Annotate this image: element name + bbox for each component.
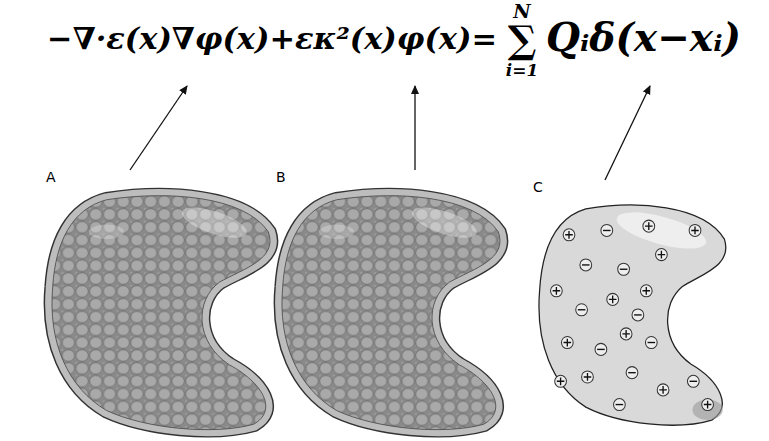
blob-edge — [52, 196, 270, 430]
shade — [692, 399, 722, 420]
equation-part: Qᵢδ(x−xᵢ) — [546, 18, 741, 57]
highlight — [89, 224, 124, 239]
negative-charge — [645, 336, 657, 348]
equation-part: i=1 — [506, 62, 539, 79]
panel-letter: C — [533, 180, 543, 194]
molecule-outline — [539, 205, 726, 425]
equation-part: N — [513, 2, 530, 21]
negative-charge — [580, 259, 592, 271]
positive-charge — [620, 328, 632, 340]
blob-edge — [282, 196, 500, 430]
solvent-band — [282, 196, 500, 430]
negative-charge — [632, 309, 644, 321]
atom-fill — [52, 196, 270, 430]
positive-charge — [689, 224, 701, 236]
positive-charge — [551, 285, 563, 297]
positive-charge — [640, 285, 652, 297]
leader-arrow — [605, 86, 650, 180]
highlight — [319, 224, 354, 239]
negative-charge — [618, 263, 630, 275]
leader-arrow — [414, 86, 415, 170]
molecule-region: A — [38, 168, 283, 440]
molecule-shape — [527, 196, 737, 433]
equation-part: −∇·ε(x)∇φ(x)+εκ²(x)φ(x)= — [47, 23, 497, 54]
atom-fill — [282, 196, 500, 430]
positive-charge — [657, 384, 669, 396]
positive-charge — [656, 249, 668, 261]
highlight — [178, 201, 251, 244]
highlight — [408, 201, 481, 244]
positive-charge — [607, 293, 619, 305]
negative-charge — [687, 375, 699, 387]
solvent-band — [52, 196, 270, 430]
positive-charge — [702, 399, 714, 411]
positive-charge — [561, 336, 573, 348]
negative-charge — [595, 343, 607, 355]
positive-charge — [555, 375, 567, 387]
negative-charge — [614, 399, 626, 411]
panel-letter: B — [276, 170, 286, 184]
molecule-shape — [268, 186, 513, 438]
molecule-region: B — [268, 168, 513, 440]
molecule-shape — [38, 186, 283, 438]
negative-charge — [601, 224, 613, 236]
negative-charge — [626, 367, 638, 379]
negative-charge — [576, 304, 588, 316]
positive-charge — [643, 220, 655, 232]
positive-charge — [582, 371, 594, 383]
leader-arrow — [130, 86, 187, 170]
panel-letter: A — [46, 170, 56, 184]
positive-charge — [563, 229, 575, 241]
molecule-region: C — [525, 178, 737, 435]
equation-part: ∑ — [508, 21, 537, 59]
